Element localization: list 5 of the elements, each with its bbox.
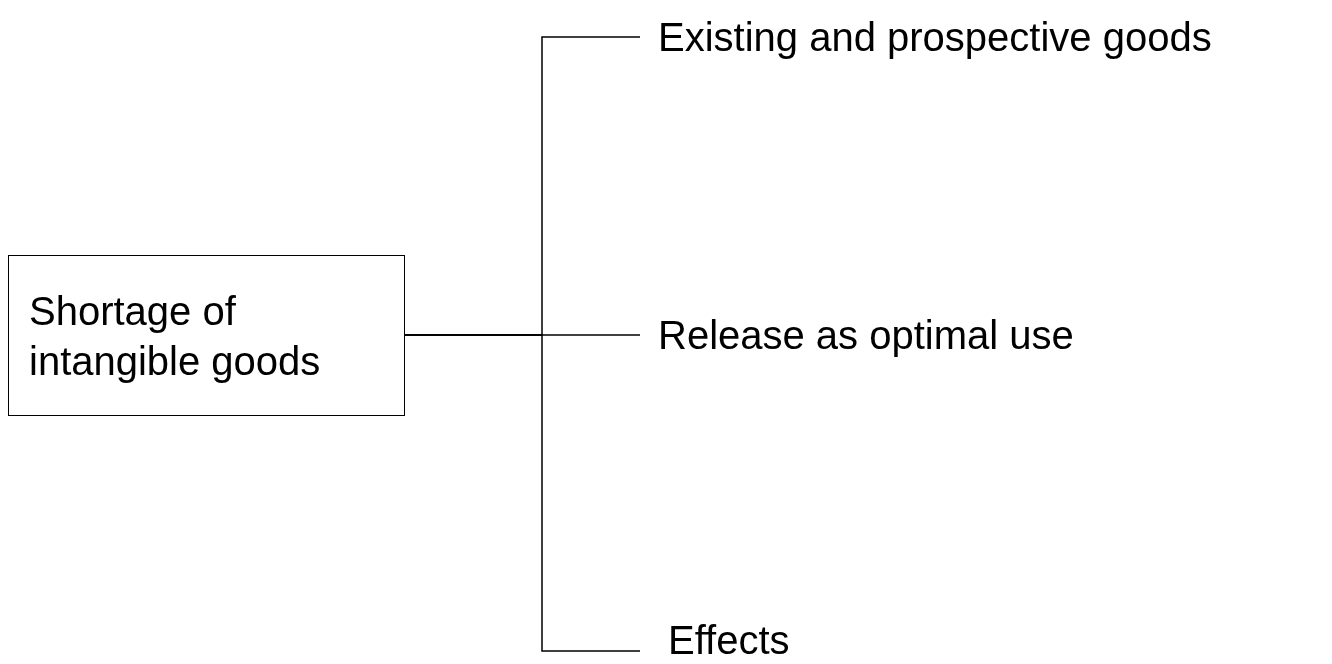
branch-text: Release as optimal use bbox=[658, 311, 1328, 359]
branch-text: Effects bbox=[668, 616, 968, 664]
topic-box: Shortage of intangible goods bbox=[8, 255, 405, 416]
connector-line bbox=[404, 334, 641, 652]
branch-text: Existing and prospective goods bbox=[658, 13, 1328, 61]
